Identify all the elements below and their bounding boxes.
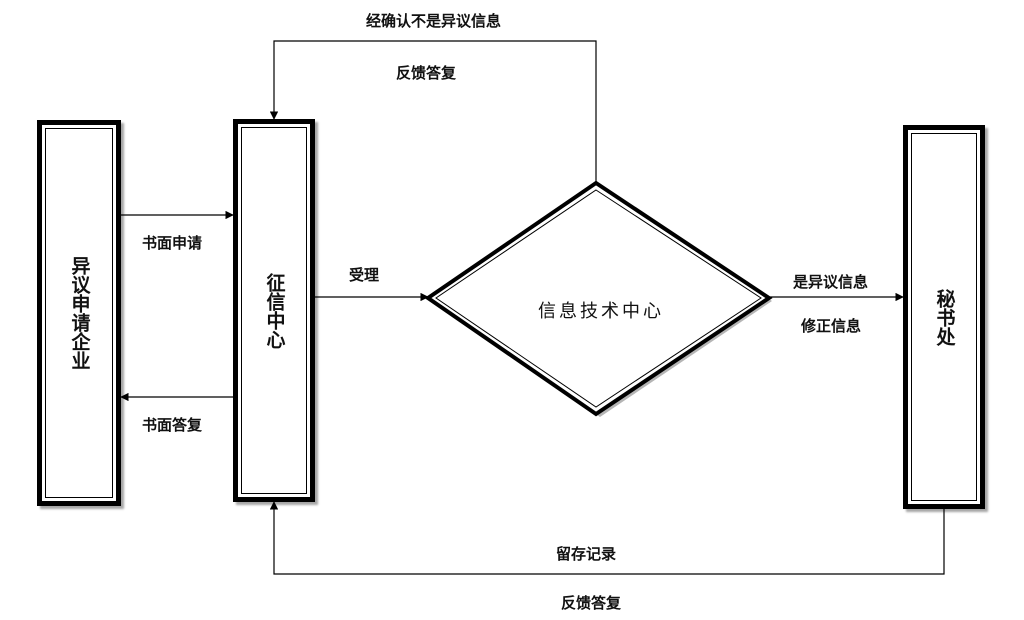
label-accept: 受理 <box>349 266 380 284</box>
arrow-feedback-bottom <box>269 501 945 575</box>
label-written-reply: 书面答复 <box>142 416 203 434</box>
label-is-dispute: 是异议信息 <box>793 273 869 291</box>
node-applicant-label: 异议申请企业 <box>68 256 91 370</box>
label-feedback-top: 反馈答复 <box>396 64 457 82</box>
label-confirmed-not-dispute: 经确认不是异议信息 <box>366 12 502 30</box>
diamond-outer <box>424 180 773 417</box>
node-it-center-label: 信息技术中心 <box>538 301 664 322</box>
node-secretariat: 秘书处 <box>903 125 985 509</box>
node-applicant: 异议申请企业 <box>37 120 121 506</box>
label-keep-record: 留存记录 <box>556 545 617 563</box>
label-feedback-bottom: 反馈答复 <box>561 594 622 612</box>
node-credit-center-label: 征信中心 <box>263 272 286 349</box>
diamond-inner <box>435 189 762 408</box>
label-written-request: 书面申请 <box>142 234 203 252</box>
label-correct-info: 修正信息 <box>801 317 862 335</box>
node-credit-center: 征信中心 <box>233 119 315 502</box>
arrow-feedback-top <box>269 40 597 183</box>
node-secretariat-label: 秘书处 <box>933 288 956 346</box>
